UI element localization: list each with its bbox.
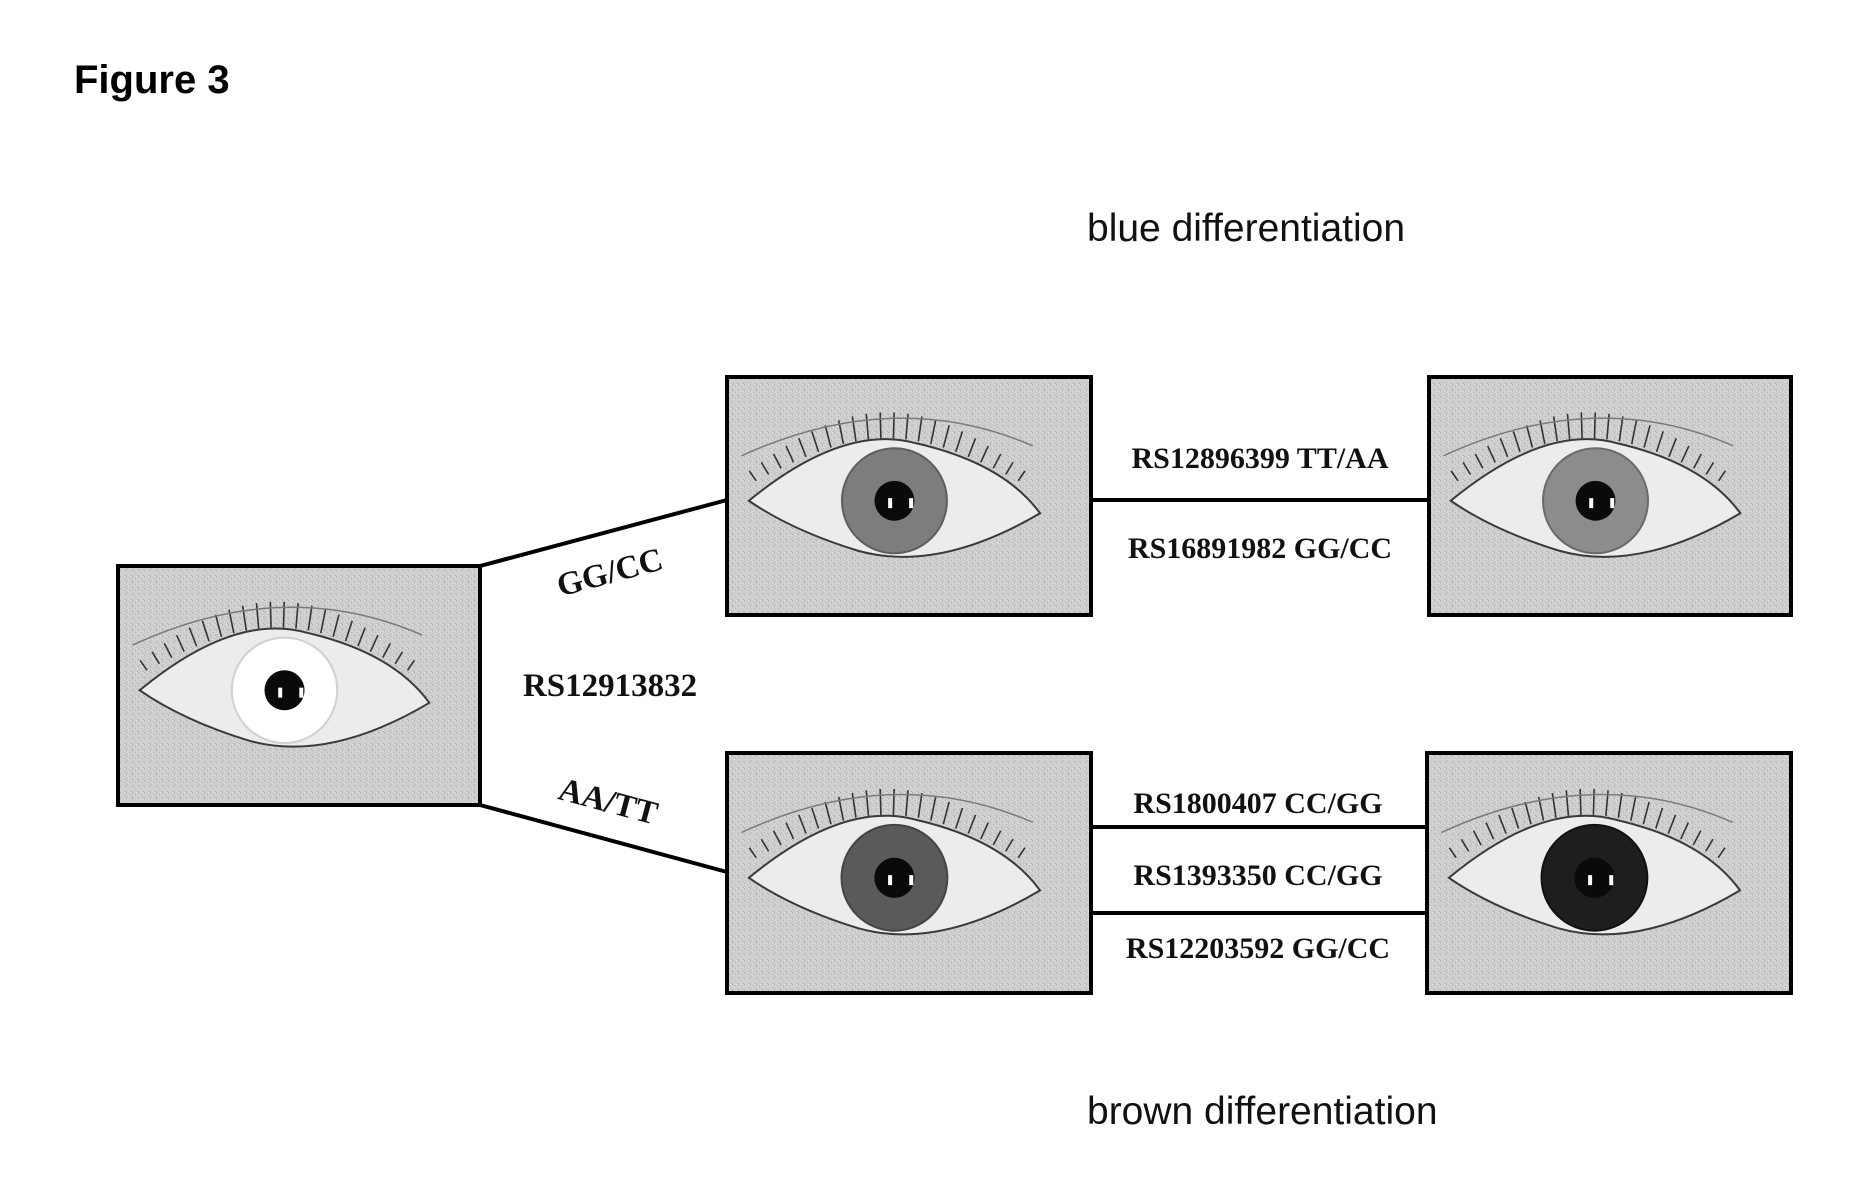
brown-link-label-1: RS1800407 CC/GG [1133,787,1382,820]
eye-panel-blue-intermediate [727,377,1091,615]
pupil [874,858,914,898]
highlight [909,498,913,508]
highlight [1589,498,1593,508]
brown-link-label-3: RS12203592 GG/CC [1126,932,1390,965]
eye-panel-brown-intermediate [727,753,1091,993]
root-snp-label: RS12913832 [523,668,697,704]
blue-link-label-1: RS12896399 TT/AA [1132,442,1389,475]
pupil [1574,858,1614,898]
highlight [909,875,913,885]
highlight [1588,875,1592,885]
highlight [278,688,282,698]
blue-link-label-2: RS16891982 GG/CC [1128,532,1392,565]
eye-panel-brown [1427,753,1791,993]
highlight [888,498,892,508]
eye-panel-unknown [118,566,480,805]
highlight [888,875,892,885]
pupil [874,481,914,521]
brown-link-label-2: RS1393350 CC/GG [1133,859,1382,892]
pupil [264,670,304,710]
highlight [1609,875,1613,885]
pupil [1576,481,1616,521]
branch-upper-label: GG/CC [553,542,667,605]
branch-lower-label: AA/TT [555,772,662,833]
highlight [299,688,303,698]
highlight [1610,498,1614,508]
eye-panel-blue [1429,377,1791,615]
